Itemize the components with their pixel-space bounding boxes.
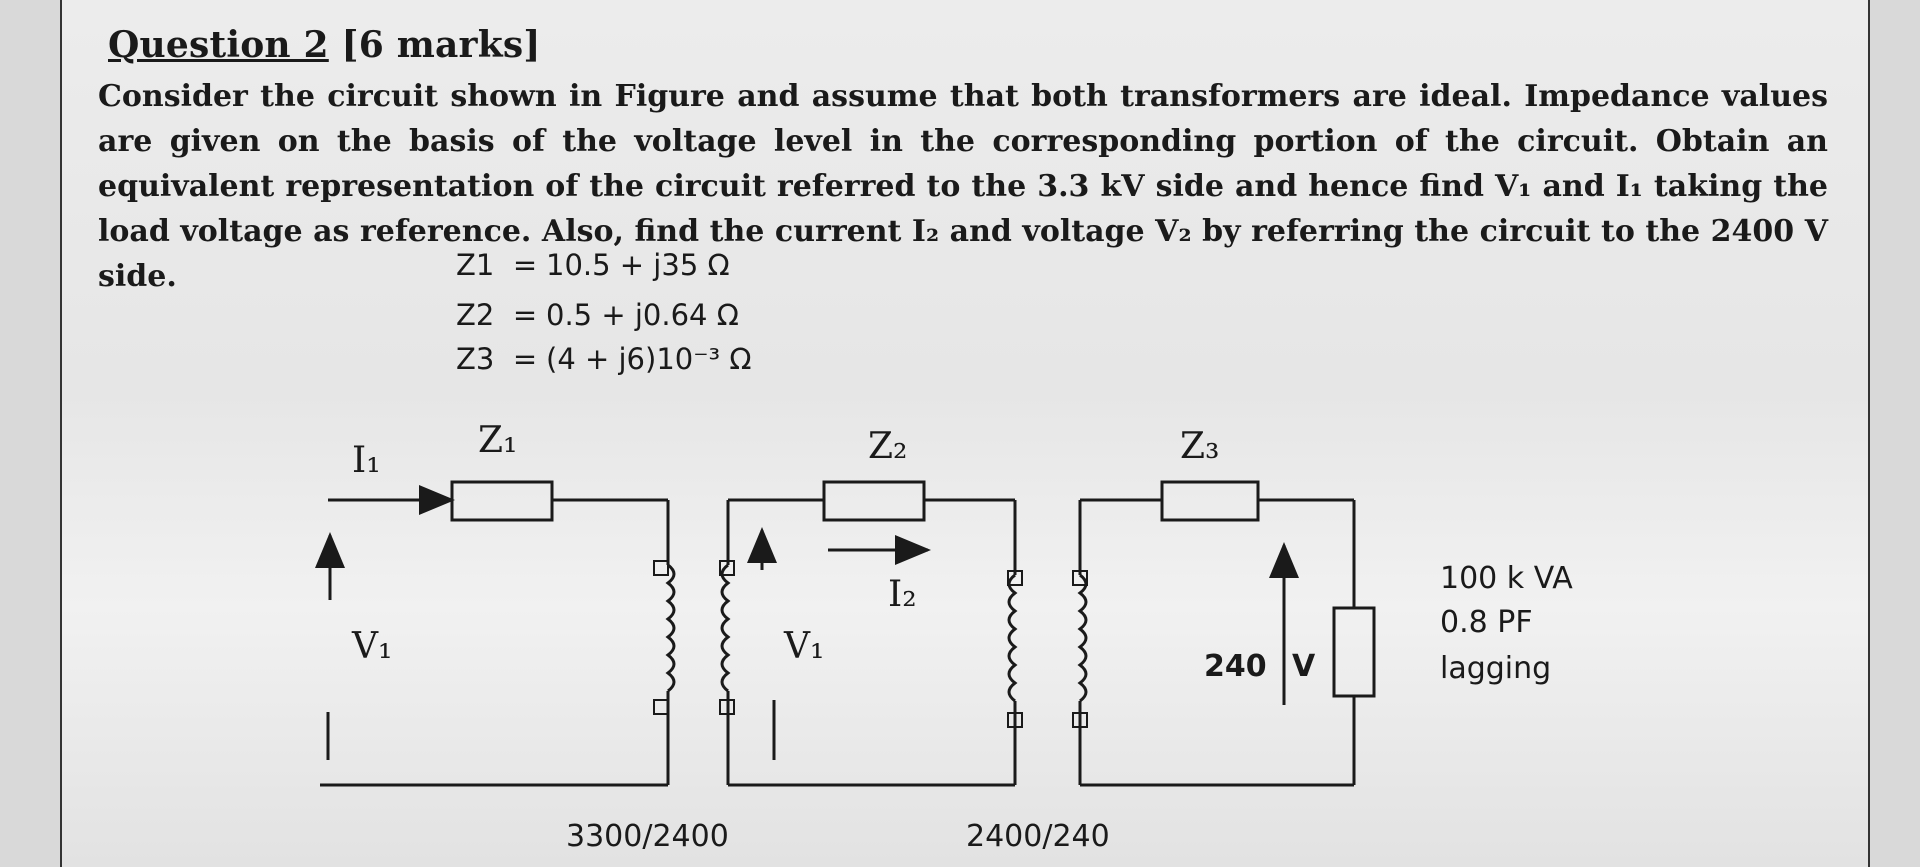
t1-ratio-label: 3300/2400	[566, 819, 729, 854]
i1-label: I₁	[352, 440, 381, 481]
z1-label: Z₁	[478, 420, 517, 461]
load-voltage-unit: V	[1292, 649, 1316, 684]
load-rating: 100 k VA	[1440, 561, 1573, 596]
z3-resistor	[1160, 480, 1260, 522]
impedance-z3: Z3 =(4 + j6)10⁻³ Ω	[456, 342, 752, 376]
terminal-dot	[653, 699, 669, 715]
terminal-dot	[719, 560, 735, 576]
z2-label: Z₂	[868, 426, 907, 467]
question-title: Question 2 [6 marks]	[108, 24, 541, 66]
impedance-z2: Z2 =0.5 + j0.64 Ω	[456, 298, 739, 332]
impedance-z1: Z1 =10.5 + j35 Ω	[456, 248, 730, 282]
terminal-dot	[1007, 712, 1023, 728]
terminal-dot	[1072, 712, 1088, 728]
v1-mid-label: V₁	[783, 626, 824, 667]
t2-secondary-coil	[1077, 573, 1088, 703]
impedance-value: 0.5 + j0.64 Ω	[546, 298, 739, 332]
t2-ratio-label: 2400/240	[966, 819, 1110, 854]
question-marks: [6 marks]	[341, 24, 541, 66]
load-voltage-value: 240	[1204, 649, 1267, 684]
t2-primary-coil	[1007, 573, 1018, 703]
z2-resistor	[822, 480, 926, 522]
impedance-name: Z1	[456, 248, 495, 282]
load-type: lagging	[1440, 651, 1551, 686]
terminal-dot	[1072, 570, 1088, 586]
t1-primary-coil	[665, 563, 676, 693]
terminal-dot	[653, 560, 669, 576]
impedance-value: (4 + j6)10⁻³ Ω	[546, 342, 752, 376]
impedance-name: Z3	[456, 342, 495, 376]
equals-sign: =	[512, 248, 538, 282]
terminal-dot	[1007, 570, 1023, 586]
t1-secondary-coil	[720, 563, 731, 693]
paper-sheet	[60, 0, 1870, 867]
equals-sign: =	[512, 342, 538, 376]
impedance-name: Z2	[456, 298, 495, 332]
load-pf: 0.8 PF	[1440, 605, 1533, 640]
question-text: Consider the circuit shown in Figure and…	[98, 79, 1828, 294]
equals-sign: =	[512, 298, 538, 332]
load-box	[1332, 606, 1376, 698]
i2-label: I₂	[888, 574, 917, 615]
v1-left-label: V₁	[351, 626, 392, 667]
z1-resistor	[450, 480, 554, 522]
z3-label: Z₃	[1180, 426, 1219, 467]
impedance-value: 10.5 + j35 Ω	[546, 248, 730, 282]
question-number: Question 2	[108, 24, 329, 66]
terminal-dot	[719, 699, 735, 715]
